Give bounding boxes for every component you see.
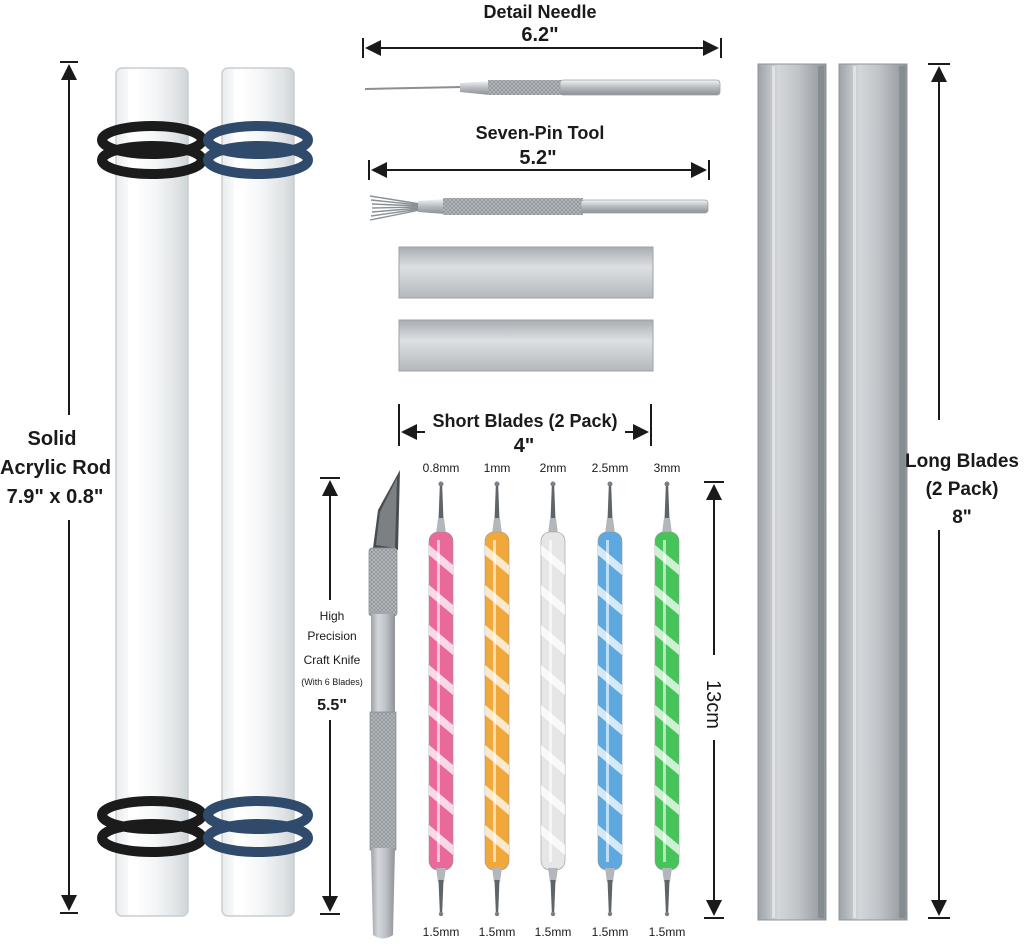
acrylic-rod-black (97, 67, 207, 917)
dotting-dimension (704, 481, 724, 919)
detail-needle-dimension (362, 38, 722, 58)
long-blades-length: 8" (952, 507, 972, 528)
dotting-tool-top-size: 2mm (539, 461, 567, 475)
dotting-tool-top-size: 2.5mm (591, 461, 629, 475)
long-blades-dimension (928, 63, 950, 919)
short-blades-length: 4" (513, 435, 535, 457)
acrylic-rod-blue (203, 67, 313, 917)
short-blades-title: Short Blades (2 Pack) (432, 411, 618, 431)
dotting-tool (484, 481, 510, 917)
knife-label-line3: Craft Knife (303, 653, 361, 667)
seven-pin-dimension (368, 160, 710, 180)
short-blades-dimension (398, 404, 652, 446)
dotting-tool-bottom-size: 1.5mm (422, 925, 460, 939)
dotting-tools (428, 481, 680, 917)
dotting-tool-top-size: 0.8mm (422, 461, 460, 475)
rod-label-line2: Acrylic Rod (0, 457, 112, 479)
knife-label-line4: (With 6 Blades) (301, 677, 363, 687)
craft-knife (368, 470, 400, 939)
seven-pin-tool (369, 195, 709, 221)
dotting-tool-top-size: 3mm (653, 461, 681, 475)
dotting-tool-top-size: 1mm (483, 461, 511, 475)
knife-length: 5.5" (317, 697, 347, 714)
rod-dimension-line (60, 61, 78, 914)
detail-needle-length: 6.2" (521, 24, 559, 46)
short-blade (398, 319, 654, 372)
dotting-tool (654, 481, 680, 917)
knife-label-line2: Precision (307, 629, 357, 643)
dotting-length: 13cm (702, 680, 724, 729)
dotting-tool-bottom-size: 1.5mm (591, 925, 629, 939)
dotting-tool-bottom-size: 1.5mm (534, 925, 572, 939)
long-blade (838, 63, 908, 921)
rod-label-line3: 7.9" x 0.8" (6, 486, 104, 508)
dotting-tool-bottom-size: 1.5mm (648, 925, 686, 939)
craft-knife-dimension (320, 477, 340, 915)
dotting-tool (540, 481, 566, 917)
seven-pin-length: 5.2" (519, 147, 557, 169)
dotting-tool-bottom-size: 1.5mm (478, 925, 516, 939)
long-blade (757, 63, 827, 921)
dotting-tool (428, 481, 454, 917)
short-blade (398, 246, 654, 299)
long-blades-line1: Long Blades (904, 451, 1019, 472)
dotting-tool (597, 481, 623, 917)
detail-needle-title: Detail Needle (483, 2, 597, 22)
rod-label-line1: Solid (27, 428, 77, 450)
detail-needle (364, 79, 721, 96)
seven-pin-title: Seven-Pin Tool (475, 123, 605, 143)
long-blades-line2: (2 Pack) (925, 479, 999, 500)
knife-label-line1: High (319, 609, 345, 623)
